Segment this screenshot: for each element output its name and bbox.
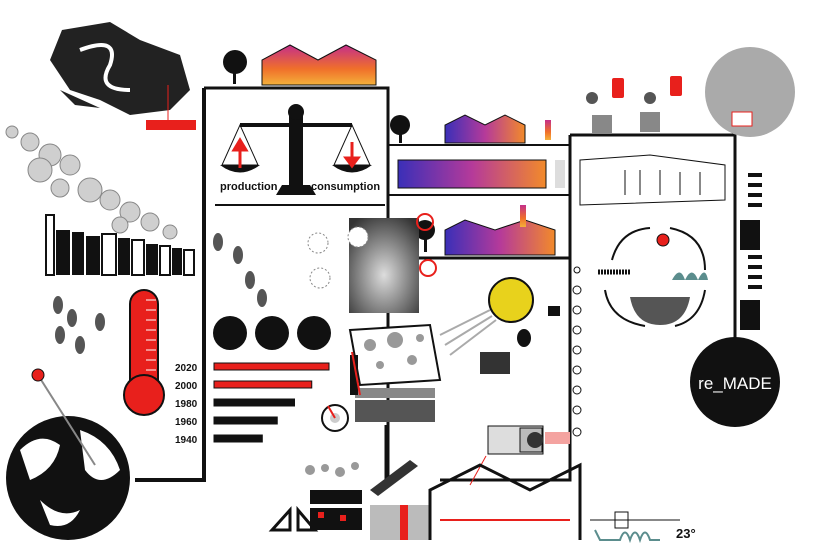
thermal-house-top: [223, 44, 377, 86]
building-sketch: [579, 154, 726, 206]
timeline-year-label: 2020: [175, 363, 198, 374]
re-made-logo: [690, 337, 780, 427]
re-made-label: re_MADE: [698, 374, 772, 393]
bike-icons: [586, 76, 682, 133]
timeline-year-label: 1980: [175, 399, 198, 410]
globe-illustration: [6, 368, 130, 540]
footprints-icon: [53, 233, 267, 354]
timeline-bar: [213, 434, 263, 443]
interior-photo: [307, 213, 437, 313]
globes-row: [213, 316, 331, 350]
city-map-illustration: [50, 22, 196, 130]
production-label: production: [220, 181, 278, 193]
timeline-bar: [213, 416, 278, 425]
cycle-diagram: [598, 227, 708, 327]
clock-icon: [321, 404, 349, 432]
balance-scale-icon: [215, 104, 385, 206]
bottom-section-drawings: [268, 460, 680, 544]
map-label-tag: [146, 120, 196, 130]
thermal-images-middle: [390, 114, 565, 256]
floorplan-diagram: [348, 323, 442, 422]
timeline-year-label: 1940: [175, 435, 198, 446]
workshop-photo-circle: [705, 47, 795, 137]
factory-skyline: [45, 214, 195, 276]
timeline-year-label: 2000: [175, 381, 198, 392]
timeline-year-label: 1960: [175, 417, 198, 428]
timeline-bar: [213, 398, 295, 407]
thermometer-icon: [123, 289, 165, 416]
timeline-bar: [213, 362, 330, 371]
timeline-bar: [213, 380, 313, 389]
ornament-column: [572, 266, 582, 437]
timeline-chart: 2020 2000 1980 1960 1940: [175, 362, 330, 446]
chairs-column: [740, 173, 762, 330]
ventilation-unit-diagram: [469, 425, 570, 486]
consumption-label: consumption: [311, 181, 380, 193]
temperature-label: 23°: [676, 526, 696, 541]
solar-energy-diagram: [439, 277, 560, 374]
smoke-clouds: [5, 125, 178, 240]
